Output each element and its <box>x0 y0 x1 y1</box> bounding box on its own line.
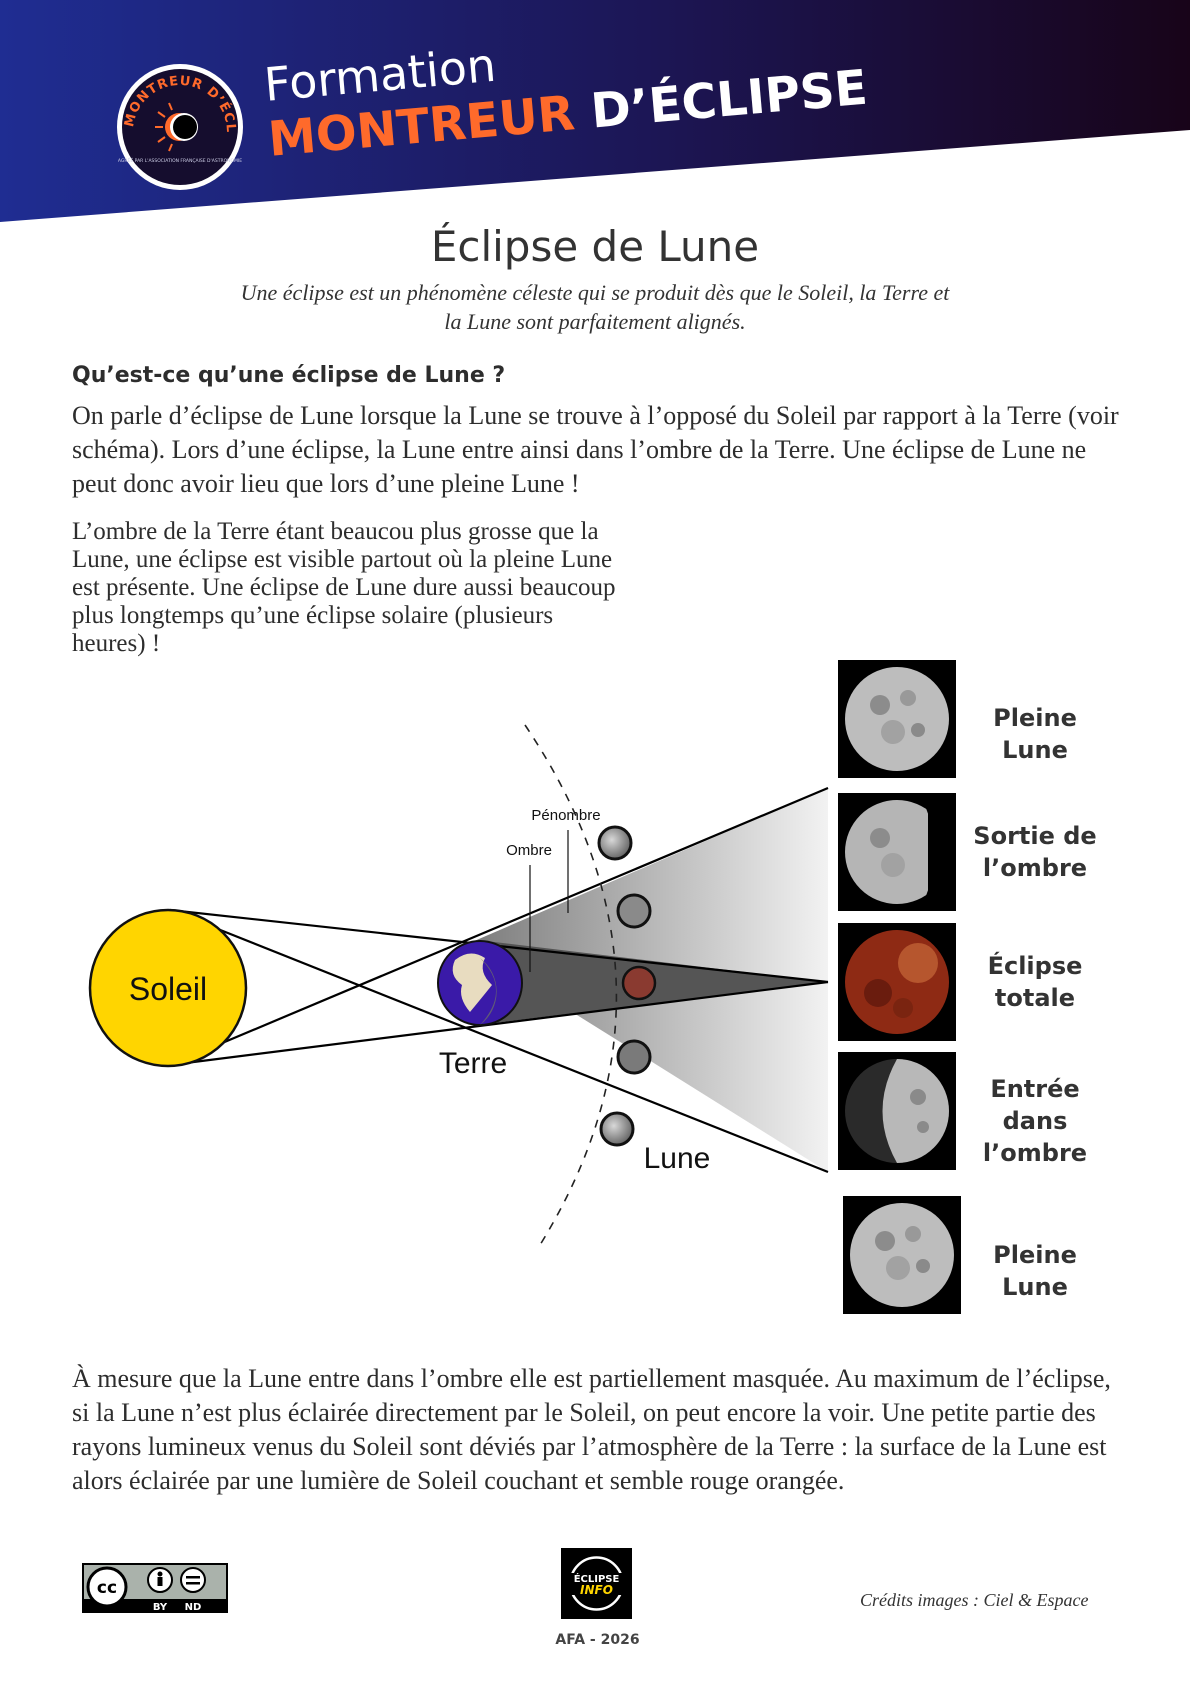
image-credits: Crédits images : Ciel & Espace <box>860 1590 1089 1610</box>
paragraph-2: L’ombre de la Terre étant beaucou plus g… <box>72 518 616 657</box>
afa-year: AFA - 2026 <box>555 1632 640 1648</box>
subtitle-line2: la Lune sont parfaitement alignés. <box>444 309 746 334</box>
phase-image-full-moon-1 <box>838 660 956 778</box>
phase-label-enter-shadow: Entrée dans l’ombre <box>960 1073 1110 1169</box>
eclipse-diagram: Soleil Terre Lune Pénombre Ombre <box>88 724 829 1246</box>
phase-label-line: Entrée dans <box>990 1075 1080 1135</box>
cc-text: cc <box>97 1578 117 1598</box>
phase-label-full-moon-2: Pleine Lune <box>960 1239 1110 1303</box>
eclipse-info-line2: INFO <box>580 1583 613 1597</box>
penumbra-label: Pénombre <box>531 807 600 824</box>
header-banner <box>0 0 1190 222</box>
phase-image-total-eclipse <box>838 923 956 1041</box>
sun-label: Soleil <box>129 971 207 1007</box>
phase-label-line: Sortie de <box>973 822 1097 850</box>
eclipse-info-logo: ÉCLIPSE INFO <box>561 1548 632 1619</box>
phase-label-exit-shadow: Sortie de l’ombre <box>960 820 1110 884</box>
sun-circle <box>88 908 248 1068</box>
paragraph-1: On parle d’éclipse de Lune lorsque la Lu… <box>72 401 1119 498</box>
earth-label: Terre <box>439 1047 507 1080</box>
phase-label-full-moon-1: Pleine Lune <box>960 702 1110 766</box>
moon-label: Lune <box>644 1142 711 1175</box>
cc-nd-text: ND <box>185 1602 202 1613</box>
moon-positions <box>597 825 657 1147</box>
phase-label-line: totale <box>994 984 1076 1012</box>
moon-orbit <box>524 724 618 1246</box>
phase-image-exit-shadow <box>838 793 956 911</box>
phase-label-line: Pleine Lune <box>993 1241 1077 1301</box>
section-heading: Qu’est-ce qu’une éclipse de Lune ? <box>72 363 506 388</box>
umbra-label: Ombre <box>506 842 552 859</box>
page-subtitle: Une éclipse est un phénomène céleste qui… <box>180 278 1010 336</box>
phase-label-total-eclipse: Éclipse totale <box>960 950 1110 1014</box>
cc-by-text: BY <box>153 1602 168 1613</box>
phase-label-line: l’ombre <box>982 1139 1088 1167</box>
phase-label-line: Éclipse <box>987 952 1083 980</box>
eclipse-info-line1: ÉCLIPSE <box>574 1572 620 1585</box>
phase-image-full-moon-2 <box>843 1196 961 1314</box>
logo-small-text: AGRÉÉ PAR L'ASSOCIATION FRANÇAISE D'ASTR… <box>118 156 242 164</box>
paragraph-3: À mesure que la Lune entre dans l’ombre … <box>72 1364 1111 1495</box>
montreur-logo: MONTREUR D’ÉCLIPSE AGRÉÉ PAR L'ASSOCIATI… <box>115 62 243 190</box>
phase-image-enter-shadow <box>838 1052 956 1170</box>
cc-license-badge: cc BY ND <box>82 1563 228 1613</box>
subtitle-line1: Une éclipse est un phénomène céleste qui… <box>240 280 950 305</box>
phase-label-line: Pleine Lune <box>993 704 1077 764</box>
page-title: Éclipse de Lune <box>430 222 760 271</box>
phase-label-line: l’ombre <box>982 854 1088 882</box>
